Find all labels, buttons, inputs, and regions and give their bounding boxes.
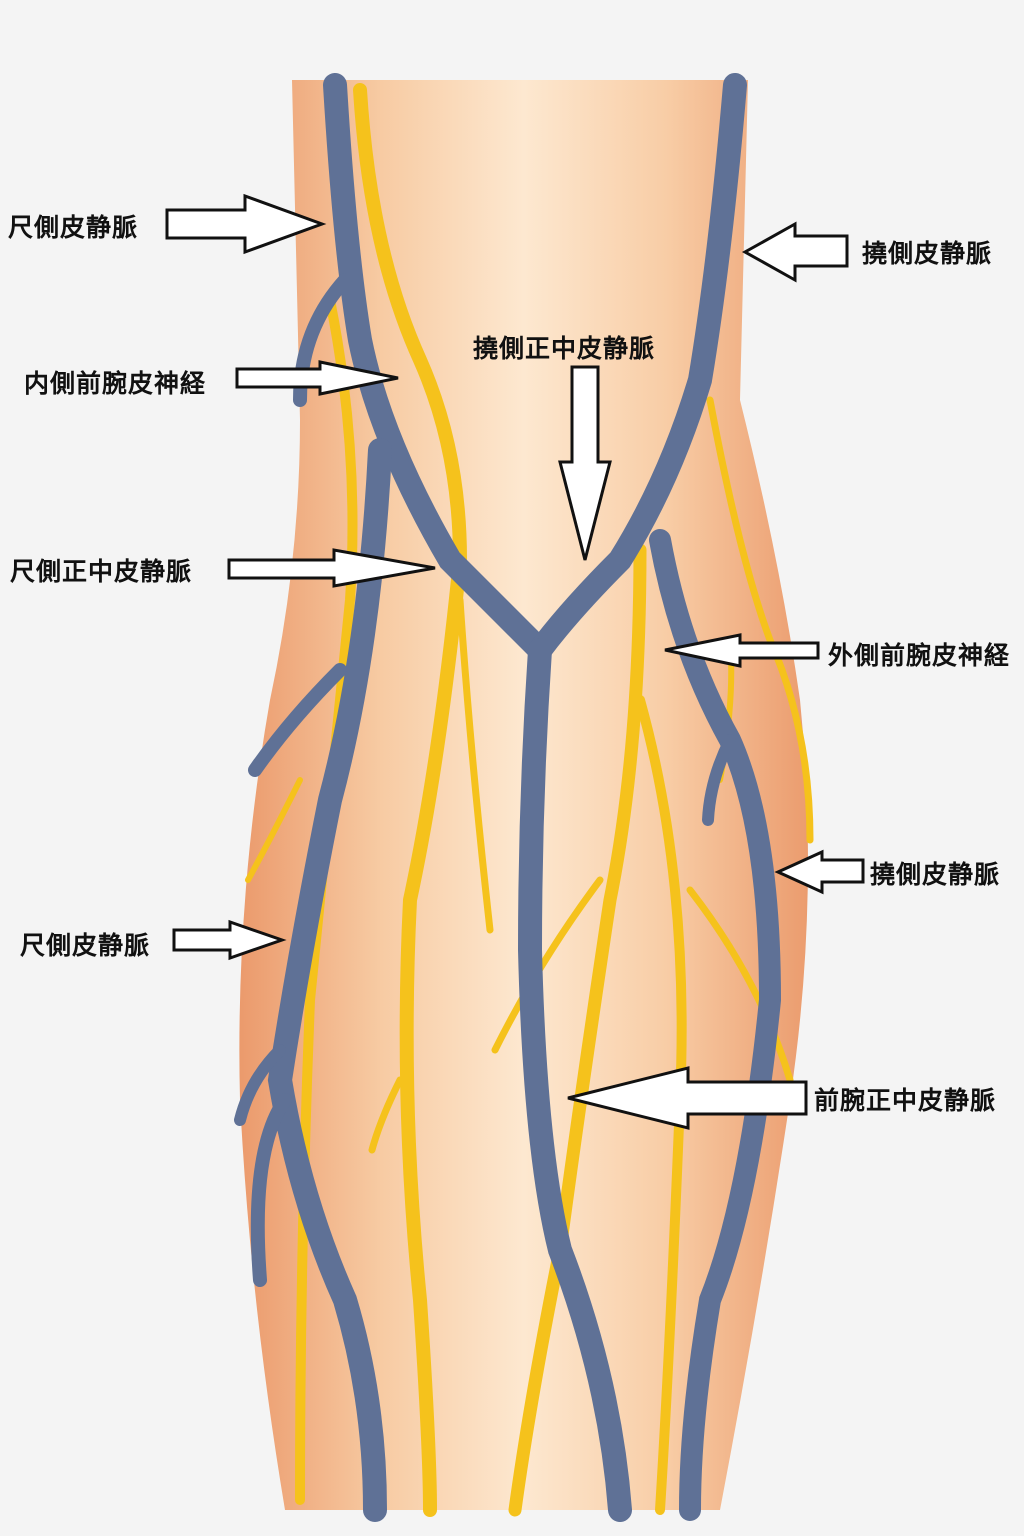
arrow-basilic-lower xyxy=(172,919,287,961)
arrow-medial-nerve xyxy=(235,360,399,396)
label-median-basilic-vein: 尺側正中皮静脈 xyxy=(10,557,193,586)
label-medial-antebrachial-cutaneous-nerve: 内側前腕皮神経 xyxy=(24,369,207,398)
label-median-cephalic-vein: 撓側正中皮静脈 xyxy=(473,334,656,363)
veins xyxy=(234,73,782,1522)
label-cephalic-vein-upper: 撓側皮静脈 xyxy=(862,239,993,268)
arrows xyxy=(165,193,865,1130)
label-cephalic-vein-lower: 撓側皮静脈 xyxy=(870,860,1001,889)
label-basilic-vein-upper: 尺側皮静脈 xyxy=(8,213,139,242)
arrow-median-antebrachial xyxy=(567,1066,808,1130)
arrow-median-basilic xyxy=(227,548,436,588)
arrow-cephalic-upper xyxy=(741,221,849,283)
label-lateral-antebrachial-cutaneous-nerve: 外側前腕皮神経 xyxy=(828,641,1011,670)
label-basilic-vein-lower: 尺側皮静脈 xyxy=(20,931,151,960)
label-median-antebrachial-vein: 前腕正中皮静脈 xyxy=(814,1086,997,1115)
arrow-cephalic-lower xyxy=(774,849,865,895)
arrow-median-cephalic xyxy=(558,365,612,561)
arrow-basilic-upper xyxy=(165,193,327,255)
arrow-lateral-nerve xyxy=(664,633,820,668)
